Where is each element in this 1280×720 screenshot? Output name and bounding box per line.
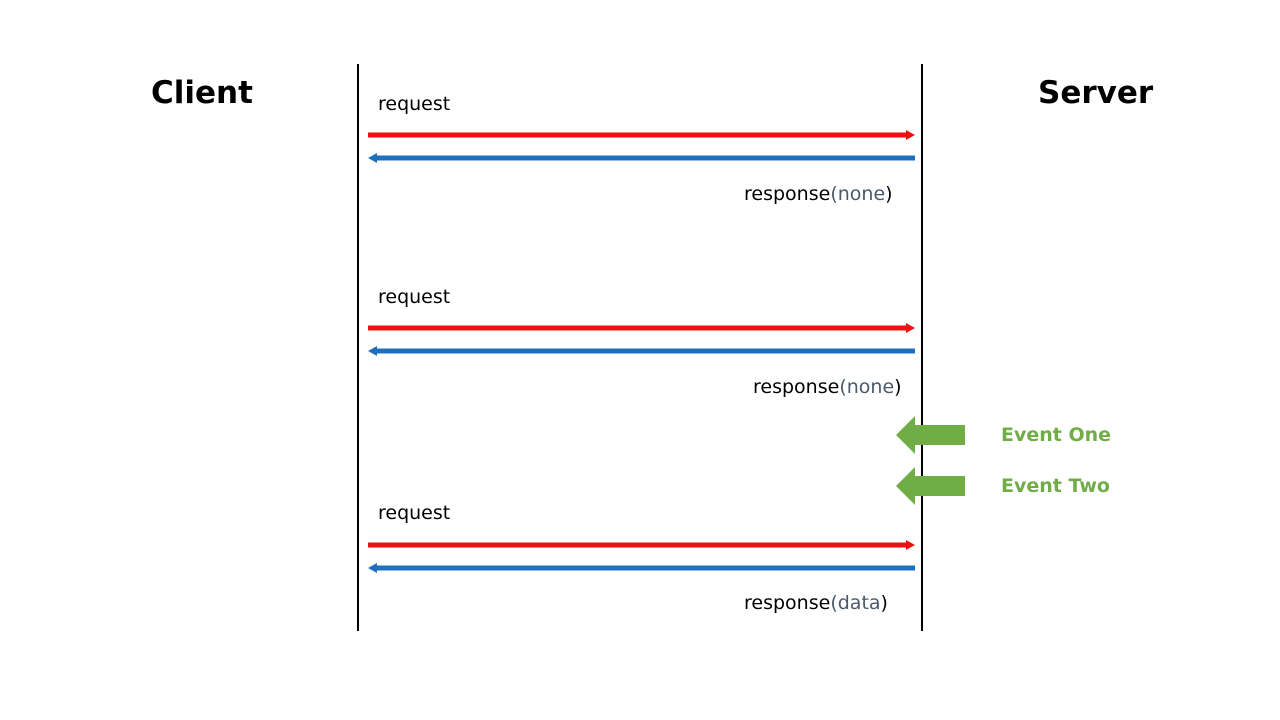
request-arrow-3 bbox=[368, 539, 915, 551]
request-label-1: request bbox=[378, 93, 451, 115]
event-two-arrow bbox=[896, 467, 966, 505]
event-two-label: Event Two bbox=[1001, 475, 1110, 497]
response-arrow-2 bbox=[368, 345, 915, 357]
request-label-2: request bbox=[378, 286, 451, 308]
response-label-1: response(none) bbox=[744, 183, 893, 205]
response-arrow-3 bbox=[368, 562, 915, 574]
client-title: Client bbox=[151, 75, 253, 111]
response-label-3: response(data) bbox=[744, 592, 888, 614]
event-one-label: Event One bbox=[1001, 424, 1112, 446]
server-title: Server bbox=[1038, 75, 1154, 111]
request-arrow-2 bbox=[368, 322, 915, 334]
request-label-3: request bbox=[378, 502, 451, 524]
response-arrow-1 bbox=[368, 152, 915, 164]
server-lifeline bbox=[921, 64, 923, 631]
response-label-2: response(none) bbox=[753, 376, 902, 398]
client-lifeline bbox=[357, 64, 359, 631]
request-arrow-1 bbox=[368, 129, 915, 141]
event-one-arrow bbox=[896, 416, 966, 454]
